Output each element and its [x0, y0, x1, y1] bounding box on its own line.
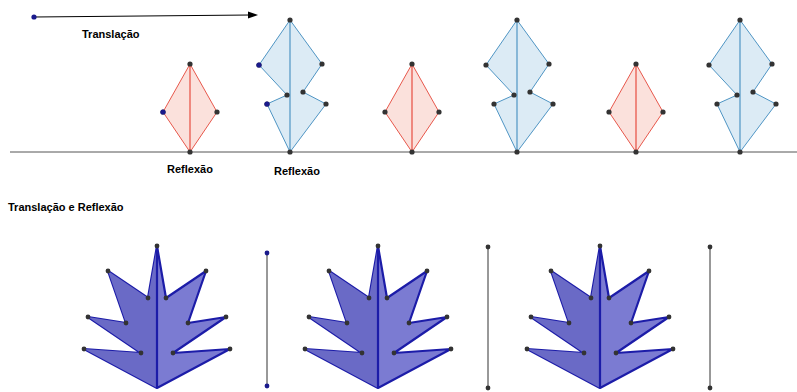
axis-point: [265, 251, 270, 256]
mirror-axis: [267, 253, 268, 386]
leaf-shape: [303, 244, 454, 388]
kite-shape: [160, 61, 219, 154]
kite-shape: [382, 61, 441, 154]
kite-shape: [606, 61, 665, 154]
vector-point: [31, 14, 36, 19]
vertex-point: [264, 101, 269, 106]
translation-vector: [34, 15, 250, 17]
axis-point: [486, 386, 491, 391]
arrow-head: [248, 12, 258, 19]
label-text: Reflexão: [167, 163, 213, 176]
axis-point: [486, 245, 491, 250]
axis-line: [10, 152, 797, 153]
motif-shape: [706, 17, 778, 154]
leaf-shape: [525, 244, 676, 388]
label-text: Translação: [82, 28, 139, 41]
axis-point: [265, 384, 270, 389]
mirror-axis: [710, 247, 711, 388]
leaf-shape: [82, 244, 233, 388]
vertex-point: [256, 62, 261, 67]
mirror-axis: [488, 247, 489, 388]
section-heading: Translação e Reflexão: [8, 201, 124, 214]
vertex-point: [160, 109, 165, 114]
motif-shape: [256, 17, 328, 154]
axis-point: [708, 245, 713, 250]
axis-point: [708, 386, 713, 391]
label-text: Reflexão: [274, 165, 320, 178]
motif-shape: [483, 17, 555, 154]
